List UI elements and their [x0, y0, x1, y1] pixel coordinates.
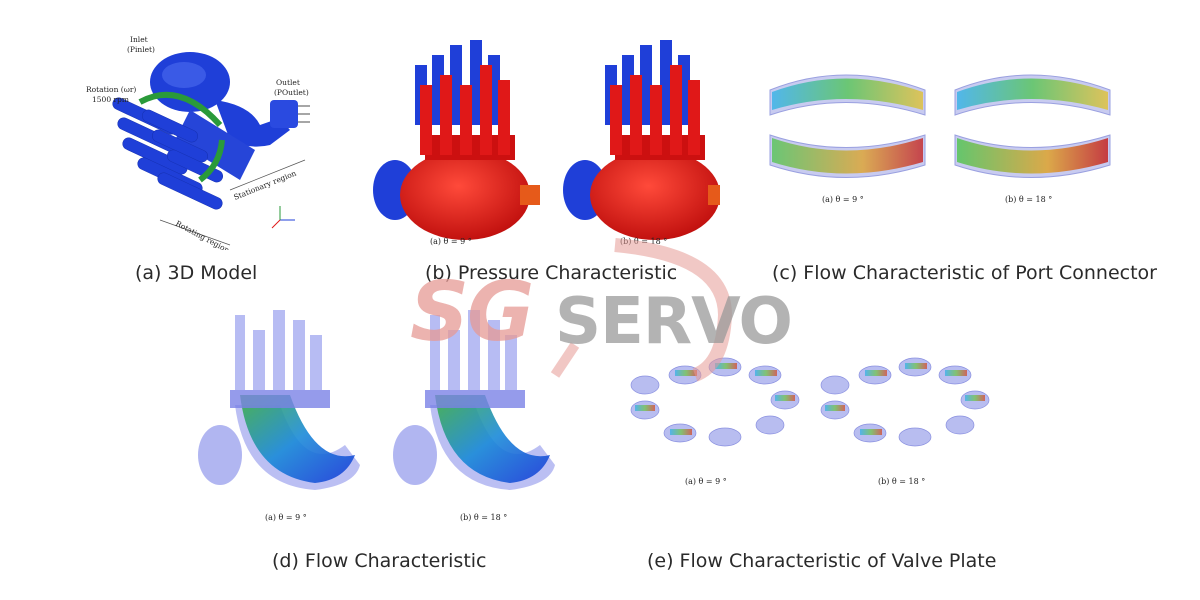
panel-3d-model: Inlet (Pinlet) Rotation (ωr) 1500 rpm Ou…: [80, 30, 320, 250]
caption-3d-model: (a) 3D Model: [135, 262, 258, 284]
inlet-pressure-label: (Pinlet): [127, 45, 155, 54]
port-connector-9deg: [769, 74, 926, 178]
flow-model-18deg: [393, 310, 555, 490]
flow-sub-9: (a) θ = 9 °: [265, 513, 307, 522]
port-sub-9: (a) θ = 9 °: [822, 195, 864, 204]
port-connector-18deg: [954, 74, 1111, 178]
caption-port-connector: (c) Flow Characteristic of Port Connecto…: [772, 262, 1157, 284]
rotation-label: Rotation (ωr): [86, 85, 136, 94]
outlet-label: Outlet: [276, 78, 300, 87]
caption-flow: (d) Flow Characteristic: [272, 550, 487, 572]
rpm-label: 1500 rpm: [92, 95, 129, 104]
flow-sub-18: (b) θ = 18 °: [460, 513, 508, 522]
pressure-model-18deg: [563, 40, 720, 240]
pressure-model-9deg: [373, 40, 540, 240]
outlet-pressure-label: (POutlet): [274, 88, 309, 97]
panel-flow: (a) θ = 9 ° (b) θ = 18 °: [195, 305, 565, 530]
pressure-sub-9: (a) θ = 9 °: [430, 237, 472, 246]
inlet-label: Inlet: [130, 35, 148, 44]
panel-valve-plate: (a) θ = 9 ° (b) θ = 18 °: [620, 355, 1010, 495]
panel-port-connector: (a) θ = 9 ° (b) θ = 18 °: [760, 60, 1130, 220]
caption-valve-plate: (e) Flow Characteristic of Valve Plate: [647, 550, 997, 572]
valve-sub-18: (b) θ = 18 °: [878, 477, 926, 486]
watermark-servo: SERVO: [555, 285, 793, 359]
panel-pressure: (a) θ = 9 ° (b) θ = 18 °: [370, 25, 720, 250]
3d-model-figure: Inlet (Pinlet) Rotation (ωr) 1500 rpm Ou…: [86, 35, 310, 250]
rotating-region-label: Rotating region: [174, 219, 231, 250]
caption-pressure: (b) Pressure Characteristic: [425, 262, 678, 284]
flow-model-9deg: [198, 310, 360, 490]
valve-sub-9: (a) θ = 9 °: [685, 477, 727, 486]
port-sub-18: (b) θ = 18 °: [1005, 195, 1053, 204]
pressure-sub-18: (b) θ = 18 °: [620, 237, 668, 246]
